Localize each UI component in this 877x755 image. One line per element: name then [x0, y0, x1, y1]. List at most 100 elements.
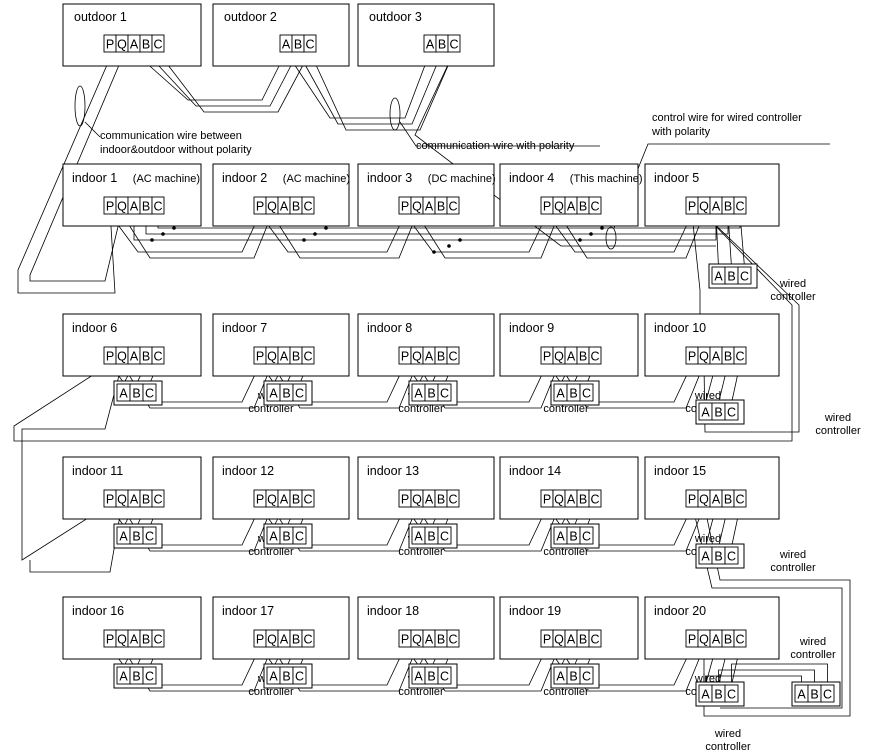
junction-dot: [161, 232, 165, 236]
wired-controller-15-terminal-c-box: [724, 546, 739, 565]
wired-controller-20b-terminal-c: C: [823, 688, 832, 702]
wired-controller-13-terminal-b: B: [427, 530, 435, 544]
controller-label-line1: wired: [694, 390, 721, 402]
junction-dot: [578, 238, 582, 242]
indoor-1-terminal-c-box: [151, 196, 165, 215]
wired-controller-7-terminal-b: B: [282, 387, 290, 401]
indoor-13-terminal-p: P: [401, 493, 409, 507]
indoor-20-terminal-a: A: [712, 633, 721, 647]
indoor-unit-frame: [212, 596, 350, 660]
indoor-6-terminal-a: A: [130, 350, 139, 364]
wired-controller-11-terminal-a: A: [119, 530, 128, 544]
indoor-18-terminal-b: B: [437, 633, 445, 647]
indoor-8-terminal-c-box: [446, 346, 460, 365]
pq-chain-q: [271, 213, 418, 259]
indoor-14-terminal-p: P: [543, 493, 551, 507]
indoor-4-terminal-b: B: [579, 200, 587, 214]
indoor-3-terminal-c: C: [448, 200, 457, 214]
indoor-unit-frame: [357, 313, 495, 377]
pq-chain-q: [558, 213, 705, 259]
wired-controller-7-terminal-c: C: [295, 387, 304, 401]
indoor-15-terminal-p: P: [688, 493, 696, 507]
indoor-20-terminal-c: C: [735, 633, 744, 647]
indoor-20-terminal-b: B: [724, 633, 732, 647]
indoor-16-terminal-c: C: [153, 633, 162, 647]
with-polarity-note: communication wire with polarity: [416, 140, 575, 152]
indoor-14-terminal-a: A: [567, 493, 576, 507]
indoor-1-terminal-q: Q: [117, 200, 127, 214]
outdoor-1-terminal-b: B: [142, 38, 150, 52]
wired-controller-5-terminal-a: A: [714, 270, 723, 284]
wired-controller-13-terminal-a: A: [414, 530, 423, 544]
controller-label-line1: wired: [799, 636, 826, 648]
outdoor-unit-label: outdoor 3: [369, 10, 422, 24]
wired-controller-16-terminal-b: B: [132, 670, 140, 684]
wired-controller-5-terminal-c-box: [737, 266, 752, 285]
wired-controller-16-terminal-a: A: [119, 670, 128, 684]
indoor-16-terminal-b: B: [142, 633, 150, 647]
indoor-unit-label: indoor 19: [509, 604, 561, 618]
indoor-7-terminal-q: Q: [267, 350, 277, 364]
indoor-11-terminal-q: Q: [117, 493, 127, 507]
indoor-8-terminal-c: C: [448, 350, 457, 364]
indoor-unit-type: (AC machine): [133, 173, 200, 185]
outdoor-3-terminal-c: C: [449, 38, 458, 52]
pq-chain-p: [404, 213, 548, 253]
indoor-unit-frame: [499, 163, 639, 227]
no-polarity-note-line2: indoor&outdoor without polarity: [100, 144, 252, 156]
indoor-unit-frame: [357, 456, 495, 520]
indoor-4-terminal-q: Q: [554, 200, 564, 214]
wired-controller-13-terminal-c-box: [437, 526, 452, 545]
indoor-unit-label: indoor 1: [72, 171, 117, 185]
indoor-unit-label: indoor 11: [72, 464, 123, 478]
indoor-7-terminal-c-box: [301, 346, 315, 365]
control-wire-note-line2: with polarity: [651, 126, 711, 138]
wired-controller-15-terminal-b: B: [714, 550, 722, 564]
wired-controller-12-terminal-b: B: [282, 530, 290, 544]
indoor-unit-frame: [62, 596, 202, 660]
wired-controller-17-terminal-c-box: [292, 666, 307, 685]
indoor-4-terminal-c: C: [590, 200, 599, 214]
indoor-19-terminal-b: B: [579, 633, 587, 647]
controller-label-line2: controller: [398, 403, 444, 415]
indoor-19-terminal-q: Q: [554, 633, 564, 647]
indoor-6-terminal-c-box: [151, 346, 165, 365]
wired-controller-11-terminal-c: C: [145, 530, 154, 544]
outdoor-3-terminal-b: B: [438, 38, 446, 52]
wired-controller-10-terminal-c-box: [724, 402, 739, 421]
indoor-18-terminal-c-box: [446, 629, 460, 648]
annotations: communication wire between indoor&outdoo…: [100, 112, 802, 156]
indoor-12-terminal-c-box: [301, 489, 315, 508]
controller-label-line2: controller: [248, 546, 294, 558]
wired-controller-16-terminal-c-box: [142, 666, 157, 685]
indoor-9-terminal-a: A: [567, 350, 576, 364]
controller-link-a: [705, 675, 802, 685]
indoor-unit-label: indoor 10: [654, 321, 706, 335]
controller-link-b: [718, 669, 815, 685]
indoor-12-terminal-c: C: [303, 493, 312, 507]
indoor-10-terminal-a: A: [712, 350, 721, 364]
wired-controller-19-terminal-c: C: [582, 670, 591, 684]
polarity-marker: [389, 97, 401, 131]
indoor-unit-label: indoor 18: [367, 604, 419, 618]
indoor-5-terminal-q: Q: [699, 200, 709, 214]
indoor-unit-frame: [62, 313, 202, 377]
indoor-unit-type: (AC machine): [283, 173, 350, 185]
indoor-4-terminal-p: P: [543, 200, 551, 214]
indoor-20-terminal-c-box: [733, 629, 747, 648]
wired-controller-20b-terminal-c-box: [820, 684, 835, 703]
indoor-2-terminal-q: Q: [267, 200, 277, 214]
indoor-4-terminal-c-box: [588, 196, 602, 215]
